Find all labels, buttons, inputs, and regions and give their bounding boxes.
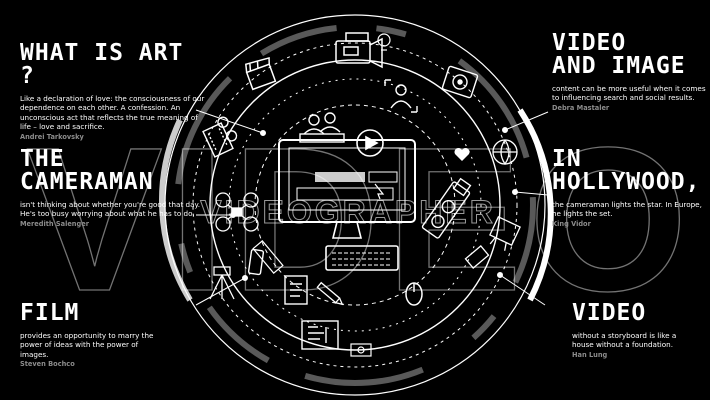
person-icon [384, 79, 418, 113]
quote-text: without a storyboard is like a house wit… [572, 331, 677, 350]
quote-author: Debra Mastaler [552, 103, 610, 112]
quote-text: isn't thinking about whether you're good… [20, 200, 201, 219]
quote-title: VIDEO AND IMAGE [552, 30, 686, 79]
quote-in-hollywood: IN HOLLYWOOD, the cameraman lights the s… [552, 148, 710, 229]
quote-title: VIDEO [572, 300, 647, 326]
ruler-icon [252, 240, 284, 274]
quote-title: THE CAMERAMAN [20, 146, 154, 195]
audience-icon [299, 112, 345, 143]
quote-text: provides an opportunity to marry the pow… [20, 331, 154, 359]
mouse-icon [405, 282, 423, 306]
quote-author: Han Lung [572, 350, 608, 359]
camcorder-icon [377, 33, 391, 51]
film-strip-icon [202, 116, 238, 158]
quote-title: WHAT IS ART ? [20, 40, 184, 89]
quote-text: content can be more useful when it comes… [552, 84, 706, 103]
monitor-icon [278, 139, 416, 239]
screen-icon [489, 216, 521, 251]
pencil-icon [316, 281, 344, 306]
tape-icon [464, 245, 490, 269]
quote-text: Like a declaration of love: the consciou… [20, 94, 205, 132]
film-reel-icon [441, 65, 479, 99]
smartphone-icon [247, 248, 265, 276]
quote-video-and-image: VIDEO AND IMAGE content can be more usef… [552, 32, 710, 113]
quote-what-is-art: WHAT IS ART ? Like a declaration of love… [20, 42, 210, 142]
quote-the-cameraman: THE CAMERAMAN isn't thinking about wheth… [20, 148, 210, 229]
mixer-icon [301, 320, 339, 350]
play-button-icon [356, 129, 384, 157]
quote-author: Andrei Tarkovsky [20, 132, 84, 141]
cinema-camera-icon [421, 177, 472, 239]
quote-video: VIDEO without a storyboard is like a hou… [572, 302, 697, 360]
quote-title: FILM [20, 300, 80, 326]
globe-icon [492, 139, 518, 166]
connector-lines [195, 109, 549, 306]
quote-author: Steven Bochco [20, 360, 75, 369]
drone-icon [215, 192, 259, 232]
notebook-icon [284, 275, 308, 305]
video-camera-icon [335, 32, 383, 69]
projector-icon [350, 343, 372, 357]
heart-icon [454, 147, 470, 161]
quote-title: IN HOLLYWOOD, [552, 146, 701, 195]
clapperboard-icon [245, 56, 277, 91]
quote-author: Meredith Salenger [20, 219, 89, 228]
quote-text: the cameraman lights the star. In Europe… [552, 200, 702, 219]
keyboard-icon [325, 245, 399, 271]
quote-film: FILM provides an opportunity to marry th… [20, 302, 160, 369]
tripod-icon [209, 266, 235, 300]
quote-author: King Vidor [552, 219, 591, 228]
